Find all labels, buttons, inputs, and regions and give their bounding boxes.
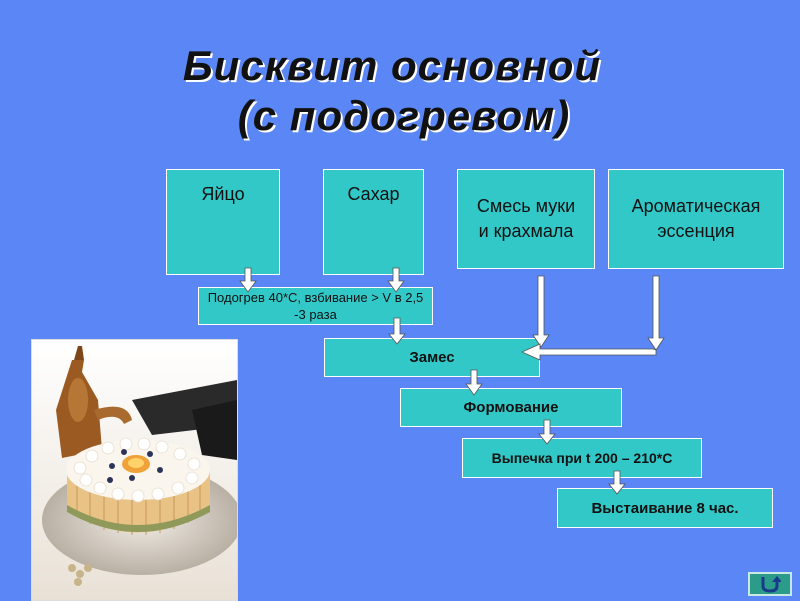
arrow-heating-to-mixing	[388, 317, 406, 345]
ingredient-essence-box: Ароматическая эссенция	[608, 169, 784, 269]
arrow-baking-to-resting	[608, 470, 626, 495]
ingredient-egg-box: Яйцо	[166, 169, 280, 275]
title-line-1: Бисквит основной	[182, 42, 602, 89]
cake-photo	[31, 339, 238, 601]
arrow-essence-to-mixing	[521, 343, 657, 361]
ingredient-flour-label: Смесь муки и крахмала	[476, 196, 576, 241]
arrow-forming-to-baking	[538, 419, 556, 445]
step-resting-label: Выстаивание 8 час.	[591, 499, 739, 517]
arrow-egg-to-heating	[239, 267, 257, 293]
step-mixing-box: Замес	[324, 338, 540, 377]
step-heating-label: Подогрев 40*С, взбивание > V в 2,5 -3 ра…	[207, 290, 424, 322]
return-button[interactable]	[748, 572, 792, 596]
arrow-flour-to-mixing	[532, 275, 550, 348]
step-resting-box: Выстаивание 8 час.	[557, 488, 773, 528]
ingredient-sugar-box: Сахар	[323, 169, 424, 275]
step-baking-label: Выпечка при t 200 – 210*С	[491, 450, 673, 466]
arrow-essence-down	[647, 275, 665, 351]
ingredient-sugar-label: Сахар	[347, 184, 400, 204]
step-forming-box: Формование	[400, 388, 622, 427]
step-heating-box: Подогрев 40*С, взбивание > V в 2,5 -3 ра…	[198, 287, 433, 325]
ingredient-flour-box: Смесь муки и крахмала	[457, 169, 595, 269]
step-forming-label: Формование	[463, 399, 559, 416]
step-mixing-label: Замес	[409, 349, 455, 366]
step-baking-box: Выпечка при t 200 – 210*С	[462, 438, 702, 478]
return-arrow-icon	[761, 576, 781, 593]
arrow-sugar-to-heating	[387, 267, 405, 293]
ingredient-egg-label: Яйцо	[201, 184, 245, 204]
arrow-mixing-to-forming	[465, 369, 483, 396]
ingredient-essence-label: Ароматическая эссенция	[631, 196, 761, 241]
title-line-2: (с подогревом)	[237, 92, 571, 139]
